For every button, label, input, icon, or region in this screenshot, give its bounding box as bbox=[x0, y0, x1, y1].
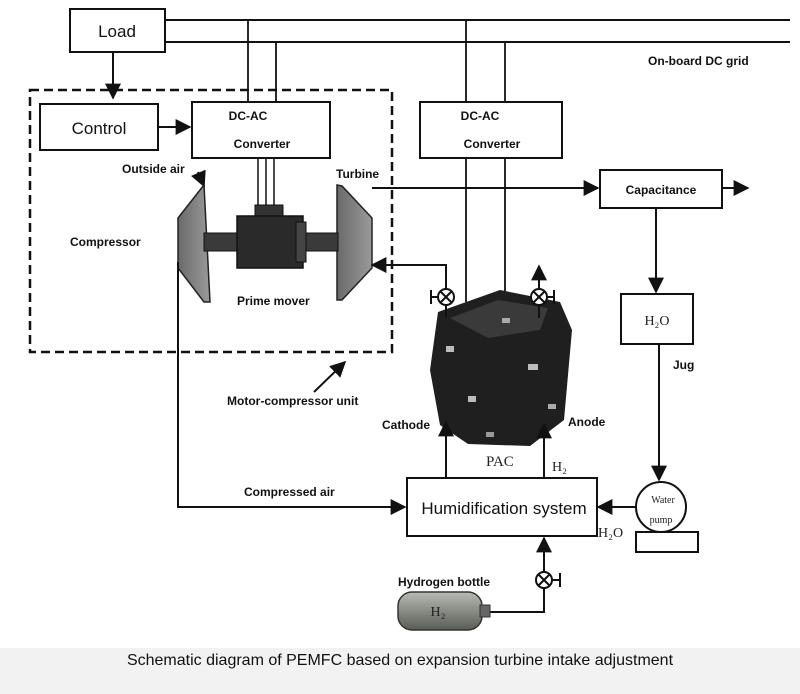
unit-pointer-arrow bbox=[313, 360, 347, 393]
pump-h2o-label: H₂O bbox=[598, 526, 623, 541]
water-pump: Water pump bbox=[635, 481, 699, 553]
control-label: Control bbox=[72, 119, 127, 138]
hydrogen-supply-line bbox=[490, 536, 552, 613]
capacitance-box: Capacitance bbox=[599, 169, 723, 209]
caption-band bbox=[0, 648, 800, 694]
cathode-exhaust-line bbox=[370, 257, 447, 318]
dcac-converter-left: DC-AC Converter bbox=[191, 101, 331, 159]
load-label: Load bbox=[98, 22, 136, 41]
outside-air-arrow bbox=[190, 169, 206, 188]
turbine-impeller bbox=[336, 184, 373, 301]
humidification-system-box: Humidification system bbox=[406, 477, 598, 537]
motor-compressor-unit-boundary bbox=[28, 88, 394, 354]
water-pump-line2: pump bbox=[650, 515, 673, 526]
hydrogen-valve bbox=[535, 571, 561, 589]
compressed-air-label: Compressed air bbox=[244, 485, 335, 499]
jug-h2o-label: H₂O bbox=[644, 314, 669, 329]
converter-left-bus-links bbox=[247, 20, 277, 102]
turbine-label: Turbine bbox=[336, 167, 379, 181]
dcac-right-line2: Converter bbox=[464, 137, 521, 151]
outside-air-label: Outside air bbox=[122, 162, 185, 176]
converter-right-bus-links bbox=[465, 20, 506, 302]
anode-label: Anode bbox=[568, 415, 606, 429]
cathode-exhaust-valve bbox=[430, 288, 455, 306]
anode-exhaust-valve bbox=[530, 288, 555, 306]
anode-h2-label: H₂ bbox=[552, 460, 567, 475]
compressed-air-line bbox=[177, 262, 407, 515]
compressor-label: Compressor bbox=[70, 235, 141, 249]
compressor-impeller bbox=[177, 182, 211, 303]
dcac-left-line2: Converter bbox=[234, 137, 291, 151]
hydrogen-bottle-h2: H₂ bbox=[431, 605, 446, 620]
pac-label: PAC bbox=[486, 454, 514, 470]
capacitance-label: Capacitance bbox=[626, 183, 697, 197]
prime-mover bbox=[236, 204, 307, 269]
converter-to-motor-cables bbox=[257, 158, 275, 208]
dc-grid-bus bbox=[166, 19, 790, 43]
prime-mover-label: Prime mover bbox=[237, 294, 310, 308]
fuel-cell-stack bbox=[430, 290, 572, 446]
motor-compressor-unit-label: Motor-compressor unit bbox=[227, 394, 358, 408]
water-pump-line1: Water bbox=[651, 495, 675, 506]
humidification-label: Humidification system bbox=[421, 499, 586, 518]
cathode-label: Cathode bbox=[382, 418, 430, 432]
jug-label: Jug bbox=[673, 358, 694, 372]
hydrogen-bottle-label: Hydrogen bottle bbox=[398, 575, 490, 589]
dcac-converter-right: DC-AC Converter bbox=[419, 101, 563, 159]
dcac-left-line1: DC-AC bbox=[229, 109, 268, 123]
dcac-right-line1: DC-AC bbox=[461, 109, 500, 123]
control-box: Control bbox=[39, 103, 159, 151]
figure-caption: Schematic diagram of PEMFC based on expa… bbox=[126, 652, 674, 669]
dc-grid-label: On-board DC grid bbox=[648, 54, 749, 68]
jug-box: H₂O bbox=[620, 293, 694, 345]
hydrogen-bottle: H₂ bbox=[397, 591, 491, 631]
load-box: Load bbox=[69, 8, 166, 53]
